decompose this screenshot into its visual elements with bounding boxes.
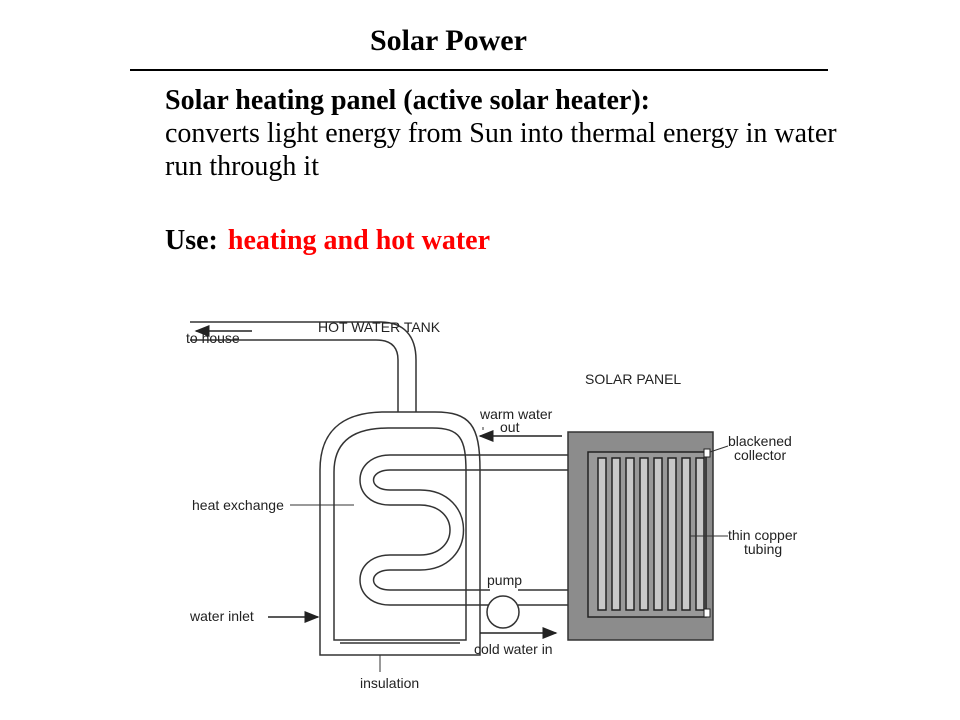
label-to-house: to house bbox=[186, 330, 240, 346]
outlet-pipe-to-house bbox=[190, 321, 417, 412]
label-warm-water-out: out bbox=[500, 419, 520, 435]
slide-title: Solar Power bbox=[370, 24, 527, 57]
heading: Solar heating panel (active solar heater… bbox=[165, 85, 651, 116]
label-water-inlet: water inlet bbox=[189, 608, 254, 624]
use-label: Use: bbox=[165, 225, 218, 256]
pump-icon bbox=[486, 595, 520, 629]
use-line: Use: heating and hot water bbox=[165, 224, 490, 257]
label-hot-water-tank: HOT WATER TANK bbox=[318, 319, 441, 335]
use-value: heating and hot water bbox=[227, 225, 490, 256]
leader-lines bbox=[290, 427, 729, 672]
label-heat-exchange: heat exchange bbox=[192, 497, 284, 513]
label-warm-water: warm water bbox=[479, 406, 553, 422]
label-tubing: tubing bbox=[744, 541, 782, 557]
label-insulation: insulation bbox=[360, 675, 419, 691]
solar-panel bbox=[567, 431, 714, 641]
hot-water-tank bbox=[319, 411, 481, 656]
title-divider bbox=[130, 69, 828, 71]
label-blackened: blackened bbox=[728, 433, 792, 449]
label-solar-panel: SOLAR PANEL bbox=[585, 371, 681, 387]
label-cold-water-in: cold water in bbox=[474, 641, 553, 657]
label-collector: collector bbox=[734, 447, 786, 463]
label-pump: pump bbox=[487, 572, 522, 588]
return-pipe bbox=[518, 589, 568, 606]
heat-exchange-coil bbox=[359, 454, 568, 606]
copper-tubing bbox=[597, 457, 705, 611]
description-block: Solar heating panel (active solar heater… bbox=[165, 84, 865, 183]
description: converts light energy from Sun into ther… bbox=[165, 118, 837, 182]
label-thin-copper: thin copper bbox=[728, 527, 798, 543]
